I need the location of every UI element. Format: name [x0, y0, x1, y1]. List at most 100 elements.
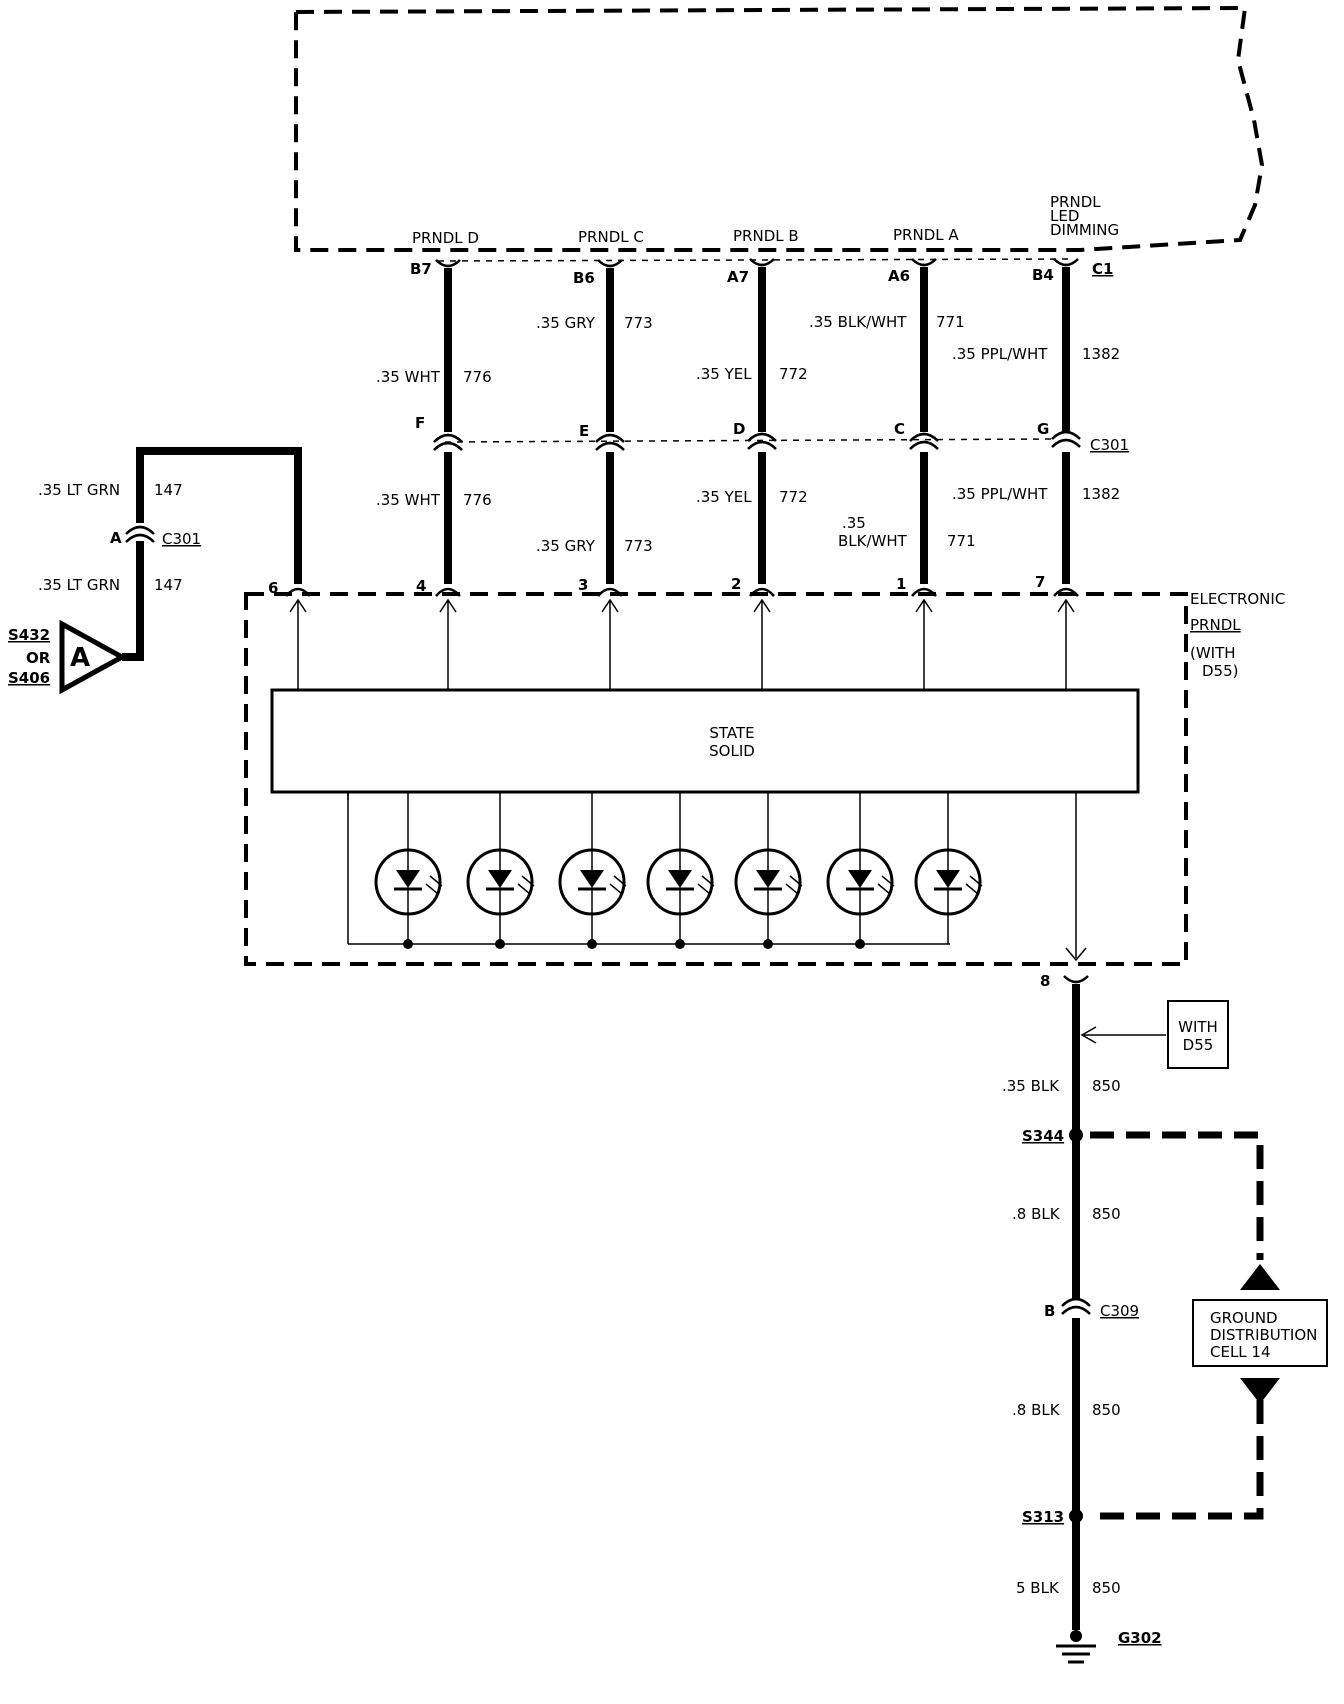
pcm-connector-cups — [435, 258, 1079, 268]
wire-771-upper-gauge: .35 BLK/WHT — [809, 313, 907, 331]
led-junction-dot — [855, 939, 865, 949]
option-label-2: D55 — [1183, 1036, 1214, 1054]
ground-distribution-up-arrow — [1240, 1264, 1280, 1290]
wire-773-lower-circuit: 773 — [624, 537, 653, 555]
wire-776-lower-gauge: .35 WHT — [376, 491, 441, 509]
module-name-2: PRNDL — [1190, 616, 1241, 634]
wire-850-seg2-circuit: 850 — [1092, 1205, 1121, 1223]
wire-771-lower-gauge-2: BLK/WHT — [838, 532, 908, 550]
pcm-connector-dash — [437, 258, 1071, 262]
led-light-ray — [609, 883, 623, 895]
pcm-pin-label-prndl-b: PRNDL B — [733, 227, 799, 245]
wire-147-upper-gauge: .35 LT GRN — [38, 481, 120, 499]
pcm-cavity-a7: A7 — [727, 268, 749, 286]
module-pin-2: 2 — [731, 575, 741, 593]
module-pin-7: 7 — [1035, 573, 1045, 591]
led-diode-triangle — [848, 870, 872, 888]
pcm-cavity-a6: A6 — [888, 267, 910, 285]
wire-1382-lower-gauge: .35 PPL/WHT — [952, 485, 1048, 503]
module-pin-3: 3 — [578, 576, 588, 594]
led-light-ray — [429, 875, 443, 887]
wire-772-upper-gauge: .35 YEL — [696, 365, 752, 383]
module-pin-6: 6 — [268, 579, 278, 597]
ground-distribution-down-arrow — [1240, 1378, 1280, 1404]
electronic-prndl-outline — [244, 592, 1188, 966]
wire-776-upper-circuit: 776 — [463, 368, 492, 386]
wire-772-upper-circuit: 772 — [779, 365, 808, 383]
wire-776-lower-circuit: 776 — [463, 491, 492, 509]
led-light-ray — [517, 883, 531, 895]
wire-771-lower-gauge-1: .35 — [842, 514, 866, 532]
wire-1382-lower-circuit: 1382 — [1082, 485, 1120, 503]
c309-label: C309 — [1100, 1302, 1139, 1320]
ground-distribution-path — [1090, 1131, 1264, 1520]
led-diode-triangle — [936, 870, 960, 888]
led-light-ray — [965, 883, 979, 895]
wire-850-seg4-gauge: 5 BLK — [1016, 1579, 1060, 1597]
ground-distribution-label-3: CELL 14 — [1210, 1343, 1271, 1361]
c301-cavity-e: E — [579, 422, 589, 440]
output-arrows — [289, 598, 1075, 690]
c301-cavity-c: C — [894, 420, 905, 438]
reference-letter: A — [70, 643, 90, 673]
pcm-pin-label-dimming-2: LED — [1050, 207, 1079, 225]
ground-distribution-label-1: GROUND — [1210, 1309, 1278, 1327]
led-junction-dot — [675, 939, 685, 949]
c309-connector-symbol — [1061, 1297, 1091, 1315]
module-name-3: (WITH — [1190, 644, 1236, 662]
pcm-pin-label-prndl-c: PRNDL C — [578, 228, 644, 246]
pcm-connector-c1: C1 — [1092, 260, 1113, 278]
splice-s432: S432 — [8, 626, 50, 644]
module-ground-arrowhead — [1065, 947, 1087, 962]
pcm-pin-label-dimming-3: DIMMING — [1050, 221, 1119, 239]
wire-771-upper-circuit: 771 — [936, 313, 965, 331]
led-array — [347, 792, 983, 949]
wire-773-lower-gauge: .35 GRY — [536, 537, 596, 555]
c301-cavity-d: D — [733, 420, 745, 438]
option-box — [1167, 1000, 1229, 1069]
led-light-ray — [785, 883, 799, 895]
pcm-pin-label-prndl-d: PRNDL D — [412, 229, 479, 247]
led-junction-dot — [403, 939, 413, 949]
pcm-cavity-b4: B4 — [1032, 266, 1054, 284]
ground-symbol — [1056, 1630, 1096, 1664]
module-pin-1: 1 — [896, 575, 906, 593]
pcm-pin-label-dimming-1: PRNDL — [1050, 193, 1101, 211]
led-light-ray — [701, 875, 715, 887]
wire-147-upper-circuit: 147 — [154, 481, 183, 499]
pcm-pin-label-prndl-a: PRNDL A — [893, 226, 959, 244]
wire-1382-upper-circuit: 1382 — [1082, 345, 1120, 363]
wire-850-seg4-circuit: 850 — [1092, 1579, 1121, 1597]
led-light-ray — [613, 875, 627, 887]
splice-or: OR — [26, 649, 51, 667]
solid-state-label-1: STATE — [709, 724, 754, 742]
led-light-ray — [881, 875, 895, 887]
module-name-1: ELECTRONIC — [1190, 590, 1285, 608]
splice-s406: S406 — [8, 669, 50, 687]
pcm-outline — [294, 5, 1265, 252]
led-light-ray — [697, 883, 711, 895]
led-light-ray — [877, 883, 891, 895]
wire-147-lower-gauge: .35 LT GRN — [38, 576, 120, 594]
solid-state-block — [270, 688, 1140, 794]
reference-triangle — [59, 619, 128, 695]
option-arrowhead — [1080, 1026, 1097, 1044]
wire-850-seg1-gauge: .35 BLK — [1002, 1077, 1060, 1095]
led-light-ray — [789, 875, 803, 887]
led-diode-triangle — [396, 870, 420, 888]
solid-state-label-2: SOLID — [709, 742, 755, 760]
module-name-4: D55) — [1202, 662, 1239, 680]
wire-773-upper-circuit: 773 — [624, 314, 653, 332]
circuit-wires — [444, 267, 1070, 584]
c301-cavity-f: F — [415, 414, 425, 432]
led-junction-dot — [495, 939, 505, 949]
c301-cavity-a: A — [110, 529, 122, 547]
c301-connector-symbols — [433, 430, 1081, 451]
module-pin-8: 8 — [1040, 972, 1050, 990]
led-light-ray — [969, 875, 983, 887]
led-diode-triangle — [756, 870, 780, 888]
pcm-cavity-b7: B7 — [410, 260, 432, 278]
wire-850-seg3-circuit: 850 — [1092, 1401, 1121, 1419]
splice-s313: S313 — [1022, 1508, 1064, 1526]
led-junction-dot — [587, 939, 597, 949]
